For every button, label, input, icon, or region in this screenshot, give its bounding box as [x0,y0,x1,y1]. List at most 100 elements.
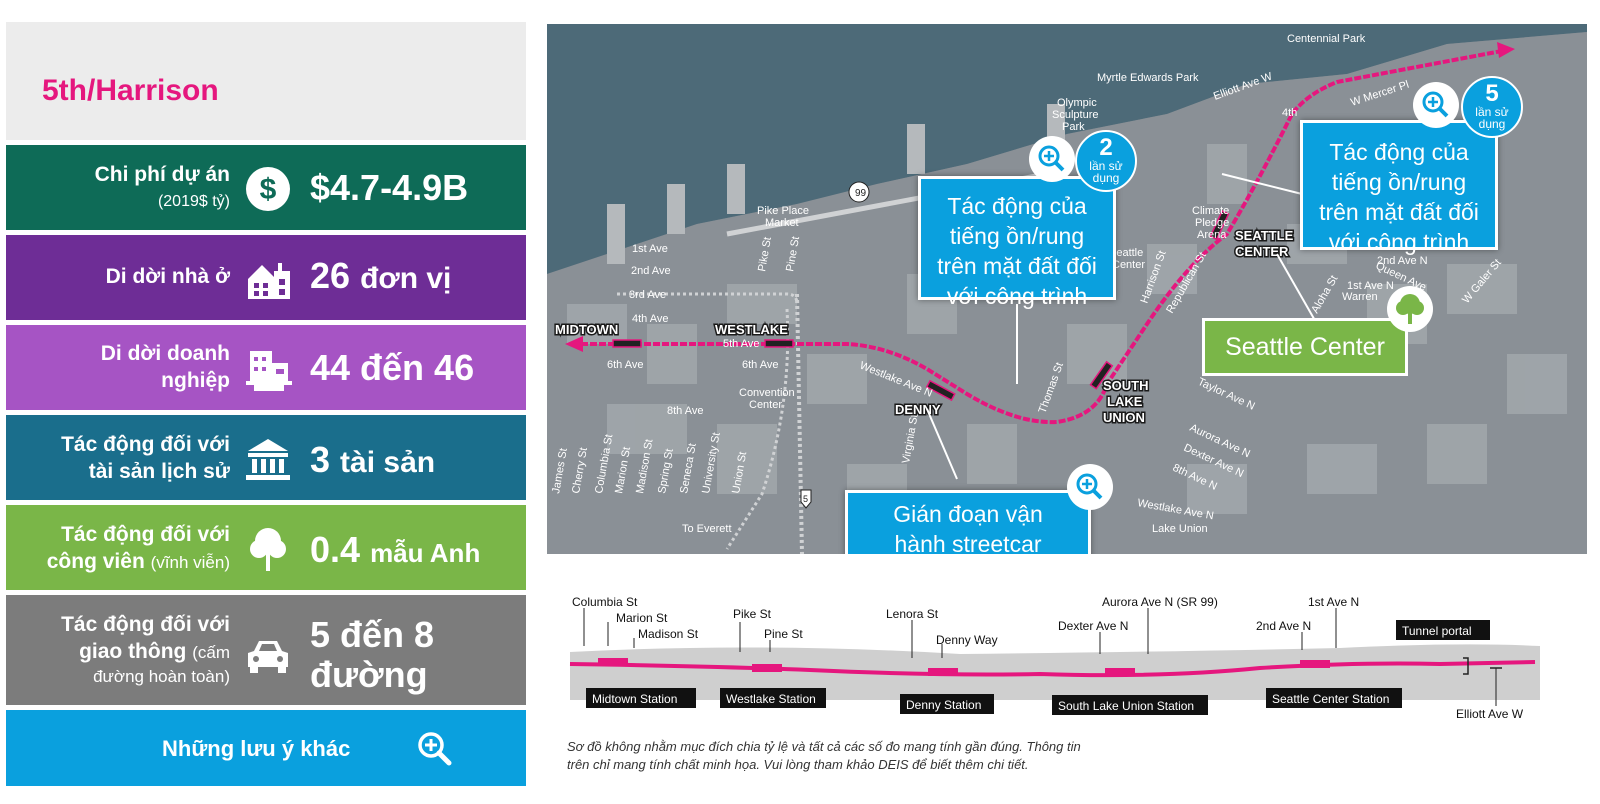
label-olympic-2: Sculpture [1052,109,1098,121]
summary-panel: 5th/Harrison Chi phí dự án (2019$ tỷ) $ … [6,22,526,786]
label-2nd-ave-n: 2nd Ave N [1377,255,1428,267]
label-pike-place-2: Market [765,217,799,229]
station-label-sc-2: CENTER [1235,244,1289,259]
usage-unit-left-2: dụng [1092,171,1120,185]
park-label-line2: công viên [46,550,145,573]
label-climate-1: Climate [1192,205,1229,217]
usage-unit-right-2: dụng [1478,117,1506,131]
row-project-cost[interactable]: Chi phí dự án (2019$ tỷ) $ $4.7-4.9B [6,145,526,230]
tunnel-profile: Columbia St Marion St Madison St Pike St… [569,595,1540,721]
label-warren: Warren [1342,291,1378,303]
label-hwy-99: 99 [855,188,867,199]
label-3rd-ave: 3rd Ave [629,289,666,301]
noise-callout-right[interactable]: Tác động của tiếng ồn/rung trên mặt đất … [1300,120,1498,255]
label-hwy-5: 5 [803,494,808,504]
highway-99-shield [848,181,870,203]
usage-count-left: 2 [1099,134,1113,161]
label-pike-place-1: Pike Place [757,205,809,217]
station-label-slu-3: UNION [1103,410,1145,425]
zoom-in-icon[interactable] [1067,464,1113,510]
business-value: 44 đến 46 [310,347,475,388]
label-to-everett: To Everett [682,523,732,535]
profile-street-labels: Columbia St Marion St Madison St Pike St… [572,595,1524,721]
zoom-in-icon[interactable] [416,730,452,766]
station-markers [612,210,1230,402]
row-historic-properties[interactable]: Tác động đối với tài sản lịch sử 3 tài s… [6,415,526,500]
profile-street: Elliott Ave W [1456,707,1524,721]
traffic-sublabel-2: đường hoàn toàn) [93,667,230,686]
streetcar-line2: hành streetcar [894,531,1042,554]
disclaimer-line2: trên chỉ mang tính chất minh họa. Vui lò… [567,757,1029,772]
usage-count-badge-right: 5 lần sử dụng [1461,76,1523,138]
profile-street: Aurora Ave N (SR 99) [1102,595,1218,609]
profile-station-labels: Midtown Station Westlake Station Denny S… [586,620,1490,715]
label-centennial-park: Centennial Park [1287,33,1366,45]
tree-icon [1387,286,1433,332]
traffic-unit: đường [310,654,428,695]
traffic-label-line1: Tác động đối với [61,613,230,636]
noise-callout-left[interactable]: Tác động của tiếng ồn/rung trên mặt đất … [918,176,1116,309]
noise-right-line1: Tác động của [1329,139,1469,165]
profile-street: Lenora St [886,607,939,621]
callout-leaders [926,173,1318,480]
cost-sublabel: (2019$ tỷ) [157,193,230,210]
zoom-in-icon[interactable] [1413,82,1459,128]
historic-label-line1: Tác động đối với [61,433,230,456]
label-2nd-ave: 2nd Ave [631,265,671,277]
label-climate-2: Pledge [1195,217,1229,229]
label-pike-st: Pike St [756,236,774,272]
residential-value: 26 [310,255,351,296]
usage-count-right: 5 [1485,80,1499,107]
profile-station-label: Midtown Station [592,692,677,706]
row-park-impacts[interactable]: Tác động đối với công viên (vĩnh viễn) 0… [6,505,526,590]
svg-text:$: $ [260,173,277,206]
station-label-denny: DENNY [895,402,941,417]
label-climate-3: Arena [1197,229,1227,241]
other-notes-button[interactable]: Những lưu ý khác [6,710,526,786]
park-value: 0.4 [310,529,361,570]
label-olympic-3: Park [1062,121,1085,133]
label-6th-ave-2: 6th Ave [742,359,779,371]
park-sublabel: (vĩnh viễn) [150,553,230,572]
label-8th-ave: 8th Ave [667,405,704,417]
noise-left-line2: tiếng ồn/rung [949,223,1085,249]
traffic-value: 5 đến 8 [310,614,435,655]
business-label-line2: nghiệp [161,369,230,392]
alternative-title: 5th/Harrison [42,74,219,107]
usage-count-badge-left: 2 lần sử dụng [1075,130,1137,192]
label-convention-1: Convention [739,387,795,399]
label-lake-union: Lake Union [1152,523,1208,535]
streetcar-callout[interactable]: Gián đoạn vận hành streetcar [845,490,1091,554]
station-label-sc-1: SEATTLE [1235,228,1294,243]
business-label-line1: Di dời doanh [100,342,230,365]
interstate-5 [795,293,804,554]
row-residential-displacement[interactable]: Di dời nhà ở 26 đơn vị [6,235,526,320]
cost-value: $4.7-4.9B [310,167,469,208]
noise-left-line3: trên mặt đất đối [937,253,1097,279]
piers [607,104,1065,264]
row-business-displacement[interactable]: Di dời doanh nghiệp 44 đến 46 [6,325,526,410]
residential-unit: đơn vị [360,262,452,295]
seattle-center-park-label[interactable]: Seattle Center [1202,318,1408,376]
row-traffic-impacts[interactable]: Tác động đối với giao thông (cấm đường h… [6,595,526,705]
label-seattle-center-1: Seattle [1109,247,1143,259]
profile-tunnel-portal-label: Tunnel portal [1402,624,1472,638]
route-arrow-west [565,336,583,352]
tunnel-portal-mark [1463,657,1502,675]
route-map: Centennial Park Myrtle Edwards Park Olym… [547,24,1587,554]
label-olympic-1: Olympic [1057,97,1097,109]
label-4th-ave-n: 4th [1282,107,1297,119]
profile-leaders [583,608,1497,706]
zoom-in-icon[interactable] [1029,136,1075,182]
profile-station-label: Seattle Center Station [1272,692,1389,706]
profile-street: Dexter Ave N [1058,619,1128,633]
traffic-label-line2: giao thông [79,640,187,663]
house-icon [248,263,290,299]
residential-label: Di dời nhà ở [105,265,230,288]
label-1st-ave-n: 1st Ave N [1347,280,1394,292]
historic-unit: tài sản [340,446,436,479]
alternative-title-box: 5th/Harrison [6,22,526,140]
profile-station-label: Westlake Station [726,692,816,706]
car-icon [248,641,288,673]
profile-street: Pike St [733,607,772,621]
